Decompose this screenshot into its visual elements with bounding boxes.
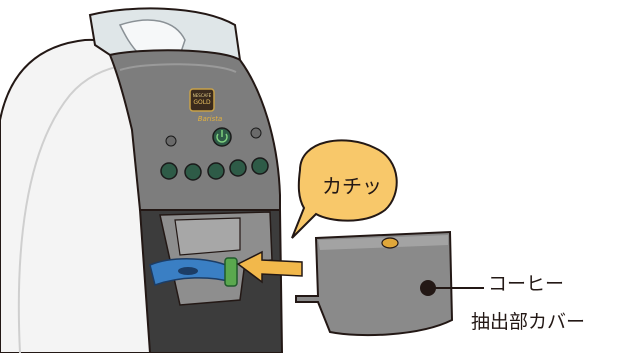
- menu-button-4[interactable]: [230, 160, 246, 176]
- green-latch: [225, 258, 237, 286]
- menu-button-5[interactable]: [252, 158, 268, 174]
- bubble-text: カチッ: [313, 173, 391, 199]
- callout-label-line2: 抽出部カバー: [471, 310, 585, 334]
- brand-name: NESCAFÉ: [193, 93, 212, 98]
- brand-gold: GOLD: [193, 99, 211, 106]
- right-small-button[interactable]: [251, 128, 261, 138]
- brand-barista: Barista: [198, 115, 223, 123]
- menu-button-1[interactable]: [161, 163, 177, 179]
- left-small-button[interactable]: [166, 136, 176, 146]
- menu-button-3[interactable]: [208, 163, 224, 179]
- callout-label-line1: コーヒー: [488, 272, 564, 296]
- menu-button-2[interactable]: [185, 164, 201, 180]
- cover-hinge: [382, 238, 398, 248]
